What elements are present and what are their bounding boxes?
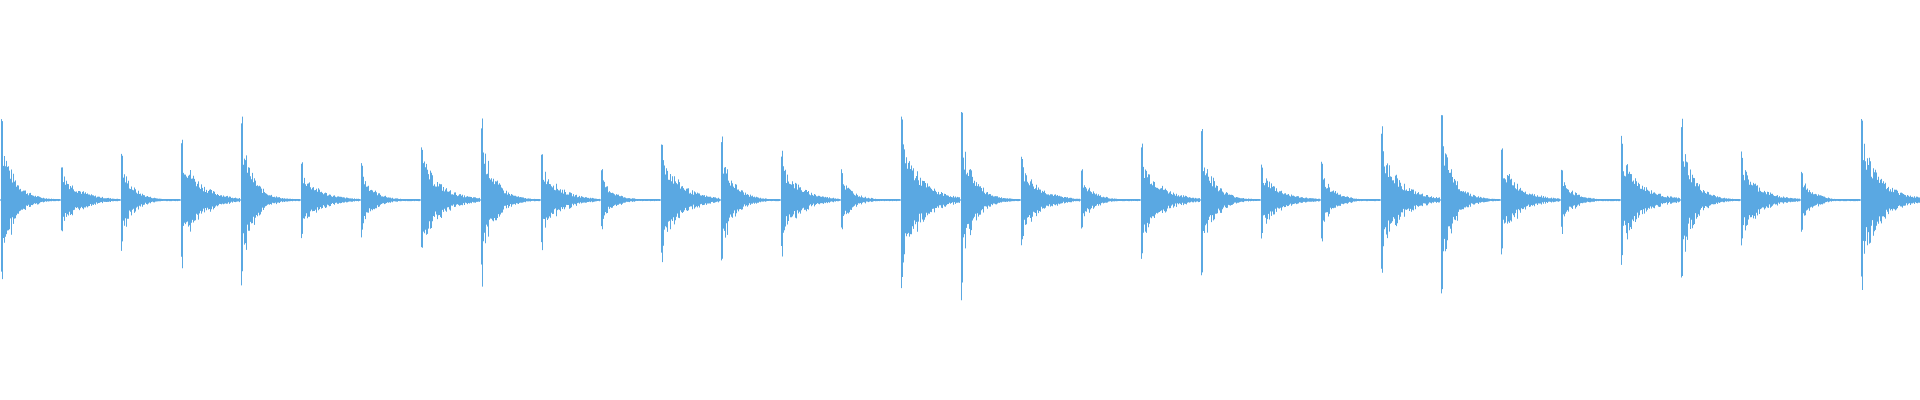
transient-envelope (1621, 135, 1680, 265)
transient-hit (1021, 156, 1080, 246)
transient-envelope (61, 167, 120, 232)
transient-envelope (1441, 115, 1500, 294)
transient-envelope (1201, 129, 1260, 276)
transient-hit (1501, 148, 1560, 255)
transient-envelope (661, 144, 720, 263)
transient-hit (841, 169, 900, 230)
transient-hit (1441, 115, 1500, 294)
transient-hit (1681, 118, 1740, 278)
transient-envelope (1261, 164, 1320, 239)
transient-hit (1561, 169, 1620, 234)
transient-envelope (301, 162, 360, 239)
transient-hit (361, 163, 420, 238)
transient-hit (1081, 169, 1140, 229)
transient-hit (961, 112, 1020, 301)
transient-envelope (421, 147, 480, 248)
transient-hit (61, 167, 120, 232)
transient-envelope (481, 118, 540, 287)
transient-envelope (1861, 119, 1920, 290)
transient-envelope (241, 116, 300, 286)
transient-envelope (961, 112, 1020, 301)
transient-hit (781, 150, 840, 257)
transient-hit (1741, 151, 1800, 246)
transient-hit (1321, 161, 1380, 242)
transient-envelope (541, 154, 600, 251)
transient-envelope (361, 163, 420, 238)
transient-hit (241, 116, 300, 286)
transient-hit (901, 116, 960, 289)
transient-hit (1621, 135, 1680, 265)
waveform-bars (1, 112, 1920, 301)
transient-hit (1141, 143, 1200, 259)
transient-envelope (1681, 118, 1740, 278)
transient-envelope (1321, 161, 1380, 242)
transient-hit (481, 118, 540, 287)
transient-envelope (901, 116, 960, 289)
transient-envelope (1, 119, 60, 280)
transient-hit (1381, 126, 1440, 273)
transient-envelope (121, 153, 180, 251)
transient-hit (661, 144, 720, 263)
transient-hit (121, 153, 180, 251)
transient-hit (1861, 119, 1920, 290)
transient-hit (1201, 129, 1260, 276)
transient-hit (721, 136, 780, 261)
transient-envelope (1141, 143, 1200, 259)
transient-hit (421, 147, 480, 248)
transient-hit (1, 119, 60, 280)
transient-hit (301, 162, 360, 239)
transient-envelope (1081, 169, 1140, 229)
transient-envelope (841, 169, 900, 230)
transient-envelope (1021, 156, 1080, 246)
transient-hit (1801, 171, 1860, 232)
transient-envelope (1561, 169, 1620, 234)
transient-hit (541, 154, 600, 251)
transient-hit (601, 169, 660, 230)
transient-envelope (1801, 171, 1860, 232)
transient-envelope (1741, 151, 1800, 246)
transient-envelope (721, 136, 780, 261)
transient-hit (1261, 164, 1320, 239)
transient-envelope (1381, 126, 1440, 273)
transient-envelope (781, 150, 840, 257)
transient-envelope (1501, 148, 1560, 255)
transient-hit (181, 139, 240, 269)
transient-envelope (181, 139, 240, 269)
transient-envelope (601, 169, 660, 230)
